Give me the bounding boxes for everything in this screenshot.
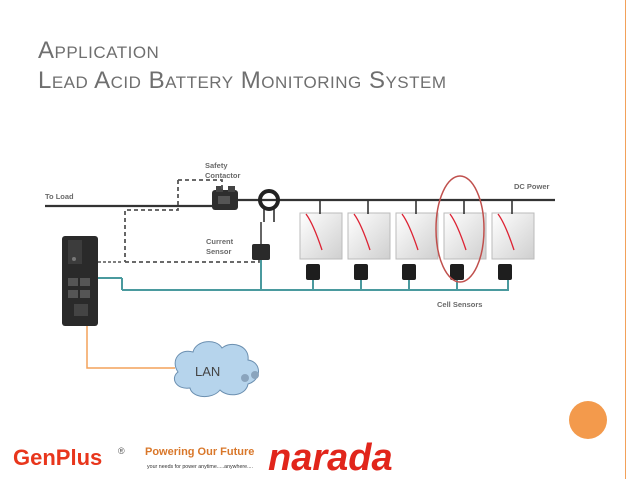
current-label-line1: Current <box>206 237 234 246</box>
dc-power-label: DC Power <box>514 182 550 191</box>
battery-4 <box>443 212 487 260</box>
control-dashed-wire-1 <box>124 180 179 262</box>
control-dashed-wire-3 <box>125 252 260 263</box>
right-edge-rule <box>625 0 626 479</box>
battery-5 <box>491 212 535 260</box>
cell-sensor-1 <box>306 264 320 280</box>
battery-1 <box>299 212 343 260</box>
highlight-ellipse <box>435 175 485 283</box>
cell-sensor-3 <box>402 264 416 280</box>
cell-sensor-2 <box>354 264 368 280</box>
control-dashed-wire-2 <box>178 179 223 190</box>
current-label-line2: Sensor <box>206 247 232 256</box>
safety-contactor-device <box>212 186 238 210</box>
cell-sensor-5 <box>498 264 512 280</box>
to-load-label: To Load <box>45 192 74 201</box>
safety-label-line2: Contactor <box>205 171 240 180</box>
battery-3 <box>395 212 439 260</box>
current-sensor-box <box>252 244 270 260</box>
cell-sensor-4 <box>450 264 464 280</box>
decorative-orange-circle <box>569 401 607 439</box>
safety-label-line1: Safety <box>205 161 228 170</box>
cell-sensors-label: Cell Sensors <box>437 300 482 309</box>
monitoring-controller <box>62 236 98 326</box>
lan-label: LAN <box>195 364 220 379</box>
battery-2 <box>347 212 391 260</box>
battery-interconnects <box>319 200 513 214</box>
slide-title-line1: Application <box>38 37 160 64</box>
current-sensor-ring <box>258 189 280 222</box>
lan-cloud <box>174 341 259 397</box>
teal-comm-bus <box>122 280 509 291</box>
lan-wire <box>86 326 175 369</box>
slide-title-line2: Lead Acid Battery Monitoring System <box>38 67 447 94</box>
teal-sensor-drops <box>312 280 458 290</box>
